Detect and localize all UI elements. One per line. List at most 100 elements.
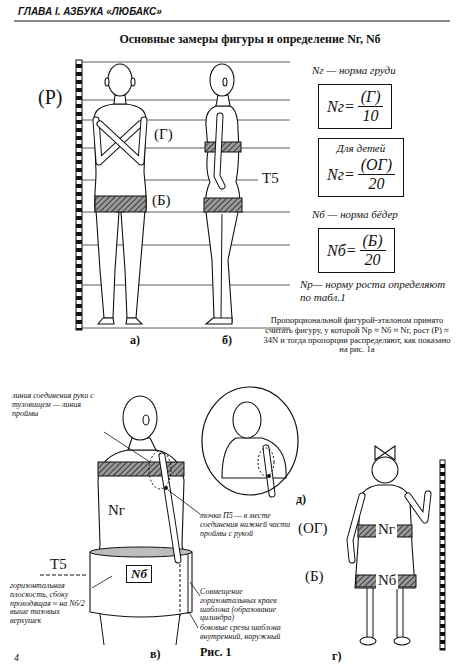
label-text: Nг bbox=[376, 521, 397, 538]
level-lines bbox=[82, 62, 290, 63]
leader-lines bbox=[190, 582, 200, 596]
front-figure bbox=[108, 64, 132, 96]
header-rule bbox=[14, 21, 450, 22]
formula-text: (Б) bbox=[360, 232, 386, 251]
inset-figure bbox=[267, 474, 271, 478]
front-figure bbox=[98, 318, 142, 324]
label-text: горизонтальная плоскость, сбоку проходящ… bbox=[10, 582, 88, 626]
child-figure bbox=[398, 587, 403, 636]
back-figure bbox=[221, 214, 222, 318]
inset-figure bbox=[233, 402, 261, 438]
level-lines bbox=[82, 100, 290, 101]
label-text: боковые срезы шаблона внутренний, наружн… bbox=[200, 624, 296, 642]
front-figure bbox=[100, 120, 144, 162]
child-figure bbox=[408, 494, 428, 520]
child-figure bbox=[360, 637, 376, 645]
back-figure bbox=[204, 198, 242, 212]
child-figure bbox=[408, 494, 428, 520]
child-figure bbox=[367, 587, 374, 636]
front-figure bbox=[94, 64, 146, 324]
torso-figure bbox=[40, 396, 192, 645]
label-text: Nб — норма бёдер bbox=[312, 208, 398, 221]
height-ruler bbox=[76, 60, 82, 330]
inset-ellipse: д) bbox=[198, 385, 306, 507]
leader-lines bbox=[92, 576, 112, 588]
label-text: Т5 bbox=[50, 556, 67, 573]
label-text: (ОГ) bbox=[298, 520, 328, 537]
back-figure bbox=[216, 95, 230, 106]
label-text: линия соединения руки с туловищем — лини… bbox=[12, 392, 107, 418]
inset-figure bbox=[266, 448, 272, 494]
ellipse-outline bbox=[198, 385, 306, 507]
formula-text: 20 bbox=[365, 175, 387, 193]
child-figure bbox=[350, 496, 362, 560]
inset-figure bbox=[266, 448, 272, 494]
formula-text: 20 bbox=[362, 251, 384, 269]
height-ruler bbox=[76, 60, 82, 330]
formula-box: Для детейNг=(ОГ)20 bbox=[318, 138, 404, 197]
formula-text: Nб= bbox=[327, 242, 357, 260]
formula-text: Nб bbox=[131, 566, 147, 581]
torso-figure bbox=[40, 575, 88, 576]
leader-lines bbox=[104, 432, 150, 462]
label-text: (Б) bbox=[305, 568, 324, 585]
torso-figure bbox=[143, 415, 149, 425]
inset-figure bbox=[222, 402, 286, 494]
torso-figure bbox=[149, 451, 171, 489]
ellipse-outline bbox=[202, 387, 298, 495]
formula-text: д) bbox=[296, 492, 306, 507]
formula-text: (ОГ) bbox=[358, 156, 395, 175]
label-text: (Б) bbox=[150, 192, 173, 209]
front-figure bbox=[95, 196, 146, 212]
front-figure bbox=[121, 210, 145, 318]
front-figure bbox=[100, 120, 144, 162]
label-text: в) bbox=[150, 648, 160, 662]
torso-figure bbox=[162, 456, 178, 560]
formula-text: 10 bbox=[360, 107, 382, 125]
label-text: Пропорциональной фигурой-эталоном принят… bbox=[262, 316, 452, 355]
band-box: Nб bbox=[126, 565, 152, 583]
child-figure bbox=[397, 587, 404, 636]
torso-figure bbox=[100, 614, 180, 645]
level-lines bbox=[82, 62, 290, 328]
level-lines bbox=[82, 328, 290, 329]
inset-figure bbox=[222, 438, 286, 478]
child-figure bbox=[440, 460, 445, 650]
label-text: (Р) bbox=[38, 86, 62, 109]
torso-figure bbox=[180, 554, 181, 616]
label-text: Nб bbox=[376, 572, 398, 589]
formula-text: Nг= bbox=[327, 98, 355, 116]
label-text: б) bbox=[222, 334, 232, 348]
child-figure bbox=[350, 496, 362, 560]
formula-text: (Г) bbox=[358, 88, 384, 107]
formula-text: Nг= bbox=[327, 166, 355, 184]
leader-lines bbox=[168, 490, 200, 514]
leader-lines bbox=[92, 432, 200, 628]
child-figure bbox=[368, 587, 373, 636]
front-figure bbox=[131, 78, 135, 86]
front-figure bbox=[94, 104, 146, 210]
label-text: г) bbox=[332, 650, 341, 664]
label-text: Nг bbox=[108, 502, 125, 519]
label-text: точка П5 — в месте соединения нижней час… bbox=[200, 512, 300, 538]
leader-lines bbox=[189, 612, 198, 628]
back-figure bbox=[217, 116, 222, 186]
back-figure bbox=[205, 142, 241, 152]
back-figure bbox=[206, 318, 232, 324]
label-text: (Г) bbox=[152, 126, 175, 143]
label-text: Nр— норму роста определяют по табл.1 bbox=[300, 278, 450, 303]
back-figure bbox=[210, 64, 234, 96]
formula-box: Nг=(Г)10 bbox=[318, 84, 392, 129]
box-heading: Для детей bbox=[327, 142, 395, 154]
torso-figure bbox=[164, 486, 168, 490]
back-figure bbox=[206, 106, 240, 322]
label-text: ГЛАВА I. АЗБУКА «ЛЮБАКС» bbox=[18, 6, 162, 18]
child-figure bbox=[350, 446, 445, 650]
child-figure bbox=[394, 637, 410, 645]
label-text: Т5 bbox=[262, 170, 279, 187]
header-rule bbox=[14, 21, 450, 22]
child-figure bbox=[372, 457, 398, 483]
back-figure bbox=[223, 78, 227, 86]
front-figure bbox=[105, 78, 109, 86]
back-figure bbox=[217, 116, 222, 186]
